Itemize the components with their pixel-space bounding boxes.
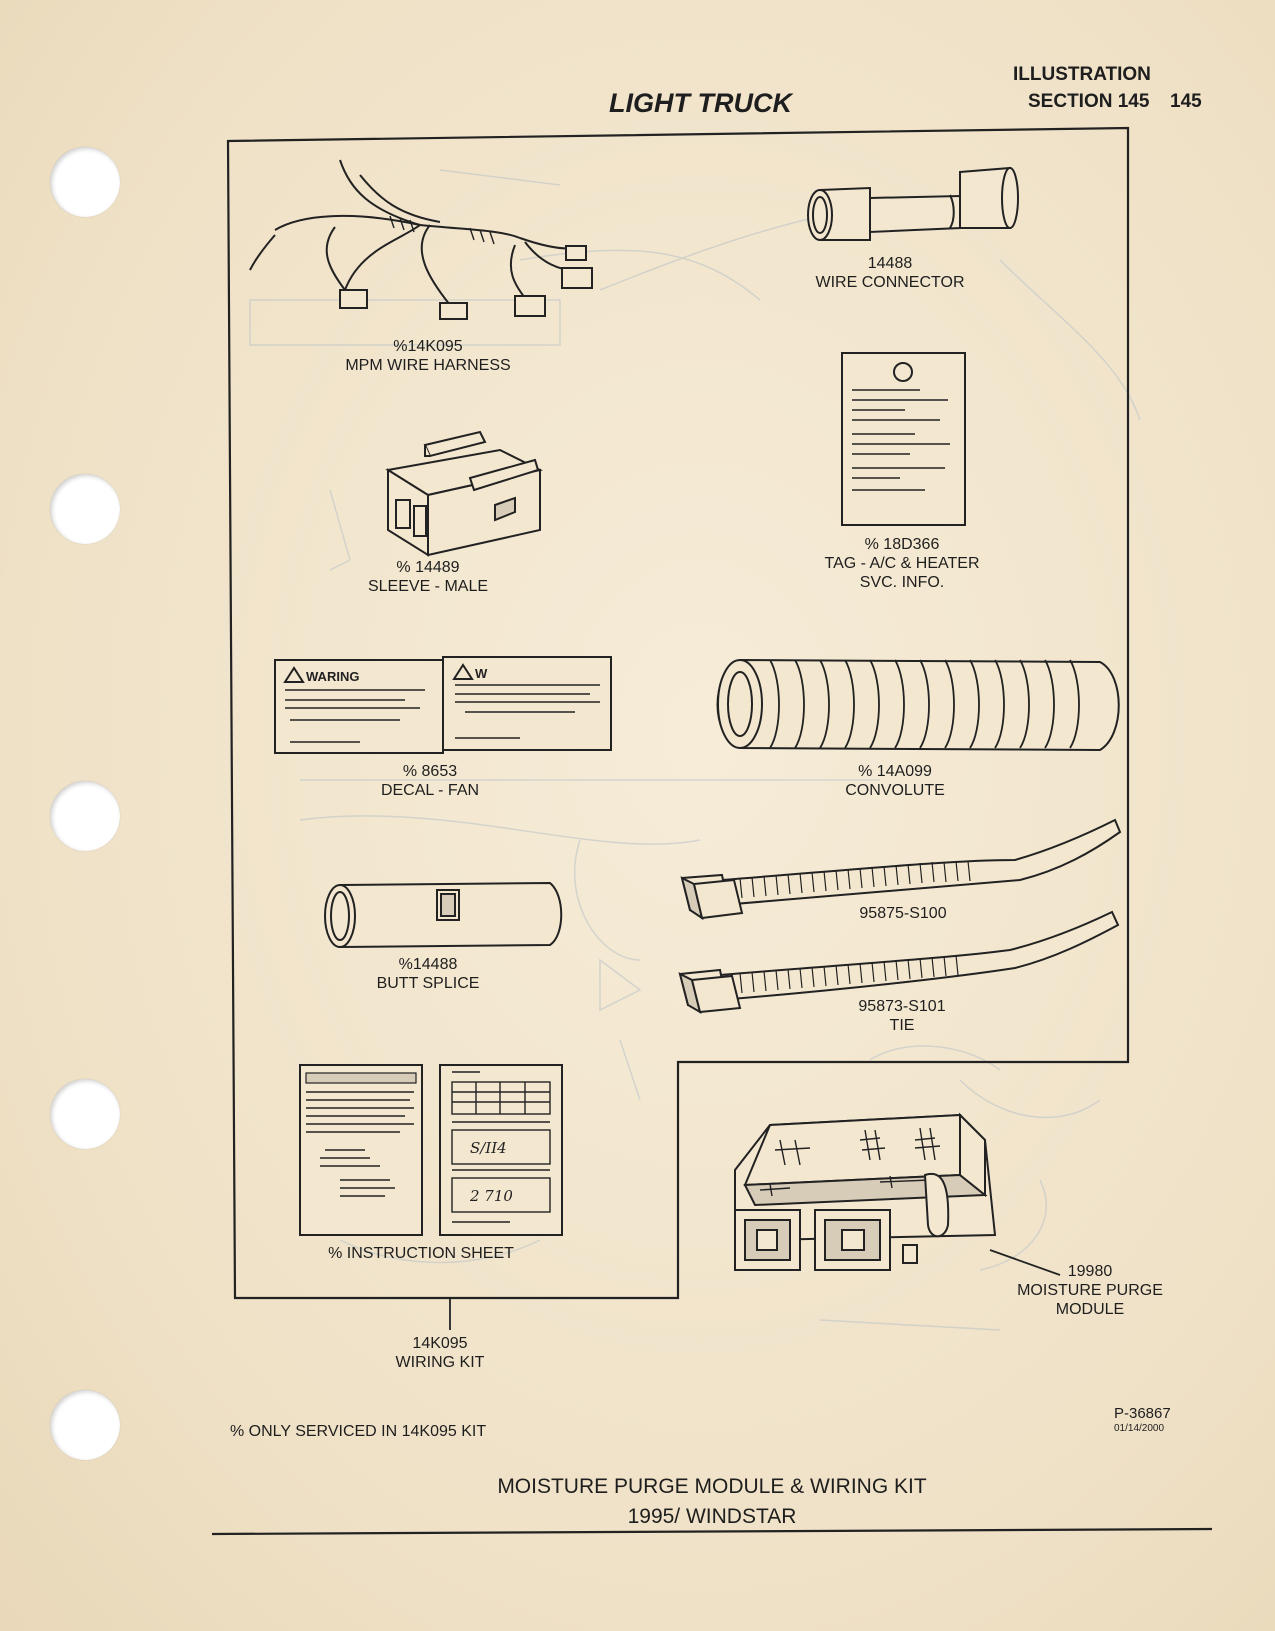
binder-hole — [50, 1390, 120, 1460]
decal-warning-text-left: WARING — [306, 669, 359, 684]
part-label-decal-fan: % 8653 DECAL - FAN — [381, 762, 479, 800]
part-name: DECAL - FAN — [380, 782, 480, 799]
part-label-wire-connector: 14488 WIRE CONNECTOR — [815, 254, 964, 292]
wire-harness-drawing — [249, 159, 593, 320]
part-code: 14488 — [867, 255, 913, 272]
part-name-line2: SVC. INFO. — [859, 574, 945, 591]
part-code: 95875-S100 — [859, 905, 947, 922]
page-number: 145 — [1170, 91, 1202, 112]
convolute-drawing — [716, 658, 1120, 752]
binder-hole — [50, 1079, 120, 1149]
part-name: TIE — [889, 1017, 915, 1034]
instruction-sheet-drawing — [299, 1064, 563, 1236]
kit-name: WIRING KIT — [395, 1354, 485, 1371]
part-name: % INSTRUCTION SHEET — [328, 1245, 514, 1262]
cable-tie-1-drawing — [680, 818, 1122, 921]
part-code: 95873-S101 — [858, 998, 946, 1015]
part-code: % 18D366 — [864, 536, 940, 553]
figure-date: 01/14/2000 — [1114, 1423, 1165, 1434]
part-code: % 14A099 — [858, 763, 932, 780]
kit-code: 14K095 — [412, 1335, 468, 1352]
section-label: SECTION 145 — [1028, 91, 1150, 112]
part-code: %14488 — [398, 956, 458, 973]
decal-fan-drawing — [274, 656, 612, 754]
wire-connector-drawing — [807, 166, 1019, 241]
part-label-cable-tie-2: 95873-S101 TIE — [858, 997, 945, 1035]
binder-hole — [50, 474, 120, 544]
part-label-butt-splice: %14488 BUTT SPLICE — [377, 955, 480, 993]
module-leader-line — [989, 1249, 1061, 1276]
part-code: 19980 — [1067, 1263, 1113, 1280]
part-code: %14K095 — [393, 338, 463, 355]
part-name: WIRE CONNECTOR — [815, 274, 965, 291]
footer-subtitle: 1995/ WINDSTAR — [627, 1505, 797, 1528]
doc-type: ILLUSTRATION — [1013, 64, 1151, 85]
butt-splice-drawing — [324, 881, 563, 949]
part-label-cable-tie-1: 95875-S100 — [859, 904, 946, 923]
kit-label: 14K095 WIRING KIT — [396, 1334, 485, 1372]
part-code: % 8653 — [402, 763, 458, 780]
instruction-sheet-handwriting-2: 2 710 — [469, 1187, 513, 1205]
part-label-wire-harness: %14K095 MPM WIRE HARNESS — [345, 337, 510, 375]
page-category: LIGHT TRUCK — [609, 88, 792, 118]
part-label-moisture-purge-module: 19980 MOISTURE PURGE MODULE — [1017, 1262, 1163, 1319]
footer-title: MOISTURE PURGE MODULE & WIRING KIT — [497, 1475, 927, 1498]
part-name: CONVOLUTE — [845, 782, 945, 799]
kit-frame — [226, 126, 1130, 1300]
part-name: MPM WIRE HARNESS — [345, 357, 511, 374]
part-code: % 14489 — [396, 559, 460, 576]
decal-warning-text-right: W — [475, 666, 488, 681]
instruction-sheet-handwriting-1: S/II4 — [470, 1139, 507, 1157]
figure-id: P-36867 — [1114, 1405, 1171, 1422]
binder-hole — [50, 147, 120, 217]
moisture-purge-module-drawing — [734, 1112, 997, 1271]
part-name-line2: MODULE — [1055, 1301, 1125, 1318]
part-name: MOISTURE PURGE — [1017, 1282, 1163, 1299]
binder-hole — [50, 781, 120, 851]
part-label-sleeve-male: % 14489 SLEEVE - MALE — [368, 558, 488, 596]
part-name: BUTT SPLICE — [376, 975, 480, 992]
part-name: SLEEVE - MALE — [367, 578, 489, 595]
cable-tie-2-drawing — [678, 910, 1120, 1015]
ghost-background-drawing — [249, 169, 1141, 1331]
footnote: % ONLY SERVICED IN 14K095 KIT — [230, 1423, 487, 1440]
service-tag-drawing — [841, 352, 966, 526]
part-label-instruction-sheet: % INSTRUCTION SHEET — [328, 1244, 514, 1263]
part-label-service-tag: % 18D366 TAG - A/C & HEATER SVC. INFO. — [825, 535, 980, 592]
sleeve-male-drawing — [385, 430, 543, 557]
part-label-convolute: % 14A099 CONVOLUTE — [845, 762, 945, 800]
footer-rule — [211, 1527, 1213, 1536]
part-name: TAG - A/C & HEATER — [824, 555, 980, 572]
